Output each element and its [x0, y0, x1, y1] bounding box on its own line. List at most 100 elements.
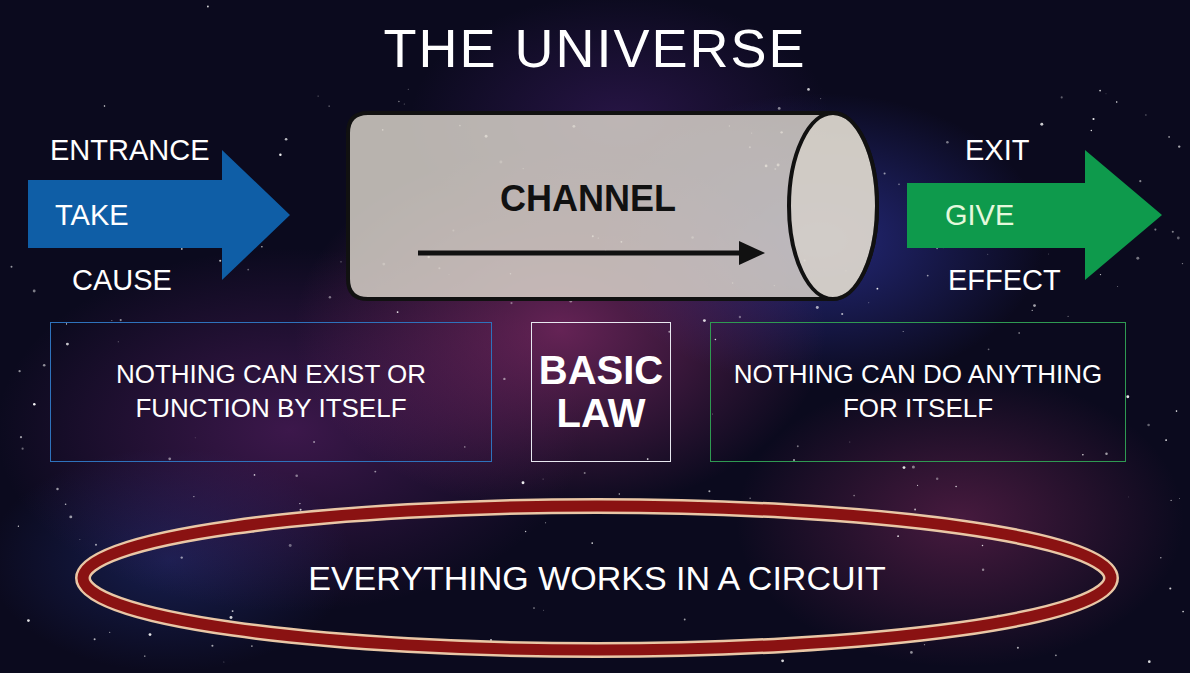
star	[329, 296, 331, 298]
star	[841, 313, 843, 315]
star	[27, 619, 30, 622]
ring-band	[83, 506, 1111, 650]
star	[18, 526, 19, 527]
star	[194, 437, 196, 439]
star	[503, 378, 505, 380]
star	[1040, 123, 1043, 126]
star	[254, 474, 256, 476]
star	[109, 632, 110, 633]
star	[668, 331, 670, 333]
star	[1117, 286, 1118, 287]
star	[79, 539, 81, 541]
law-text: NOTHING CAN EXIST OR FUNCTION BY ITSELF	[61, 358, 481, 426]
star	[533, 607, 535, 609]
star	[912, 466, 915, 469]
star	[543, 609, 545, 611]
star	[816, 306, 819, 309]
star	[230, 616, 233, 619]
channel-cylinder: CHANNEL	[345, 110, 880, 302]
star	[988, 348, 990, 350]
star	[1018, 332, 1020, 334]
star	[1082, 454, 1083, 455]
star	[340, 261, 341, 262]
star	[69, 515, 72, 518]
law-center-box: BASIC LAW	[531, 322, 671, 462]
star	[1127, 496, 1129, 498]
star	[18, 370, 20, 372]
take-arrow: ENTRANCETAKECAUSE	[20, 128, 295, 300]
star	[318, 96, 319, 97]
star	[1145, 114, 1146, 115]
star	[43, 364, 46, 367]
star	[66, 343, 69, 346]
star	[1061, 96, 1063, 98]
star	[715, 339, 717, 341]
star	[1169, 587, 1171, 589]
star	[1182, 611, 1184, 613]
star	[1116, 101, 1118, 103]
arrow-body	[28, 150, 290, 280]
star	[619, 493, 621, 495]
star	[898, 183, 900, 185]
star	[328, 105, 329, 106]
star	[924, 644, 925, 645]
star	[749, 497, 751, 499]
star	[1032, 310, 1033, 311]
ring-highlight	[83, 506, 1111, 650]
star	[917, 485, 918, 486]
star	[261, 246, 262, 247]
circuit-text: EVERYTHING WORKS IN A CIRCUIT	[308, 558, 885, 599]
star	[1100, 274, 1101, 275]
star	[223, 661, 225, 663]
arrow-caption: EFFECT	[948, 263, 1061, 297]
star	[374, 471, 376, 473]
star	[299, 503, 300, 504]
star	[820, 98, 821, 99]
give-arrow: EXITGIVEEFFECT	[900, 128, 1170, 300]
star	[408, 89, 409, 90]
star	[397, 311, 399, 313]
arrow-word: TAKE	[55, 198, 129, 232]
star	[982, 545, 984, 547]
star	[936, 478, 939, 481]
arrow-body	[907, 150, 1162, 280]
star	[647, 458, 649, 460]
star	[703, 319, 706, 322]
star	[868, 302, 870, 304]
star	[712, 413, 714, 415]
star	[884, 172, 886, 174]
star	[982, 568, 984, 570]
star	[946, 141, 949, 144]
star	[11, 266, 13, 268]
star	[168, 457, 171, 460]
star	[1176, 410, 1178, 412]
star	[903, 466, 906, 469]
star	[1068, 316, 1069, 317]
law-text: BASIC LAW	[539, 349, 663, 435]
star	[193, 496, 194, 497]
star	[144, 655, 145, 656]
star	[807, 88, 810, 91]
arrow-heading: ENTRANCE	[50, 133, 210, 167]
star	[897, 535, 899, 537]
star	[404, 103, 405, 104]
star	[33, 403, 36, 406]
star	[232, 610, 234, 612]
star	[1179, 498, 1181, 500]
cylinder-end	[789, 113, 877, 299]
star	[739, 316, 741, 318]
star	[1055, 654, 1057, 656]
star	[1148, 660, 1151, 663]
star	[33, 290, 36, 293]
star	[149, 633, 152, 636]
page-title: THE UNIVERSE	[0, 16, 1190, 80]
star	[279, 153, 281, 155]
star	[1033, 304, 1036, 307]
star	[464, 446, 465, 447]
flow-arrow-head	[739, 241, 765, 265]
star	[1172, 231, 1174, 233]
star	[1099, 90, 1101, 92]
star	[1126, 395, 1129, 398]
star	[1105, 452, 1108, 455]
flow-arrow-shaft	[418, 251, 743, 256]
